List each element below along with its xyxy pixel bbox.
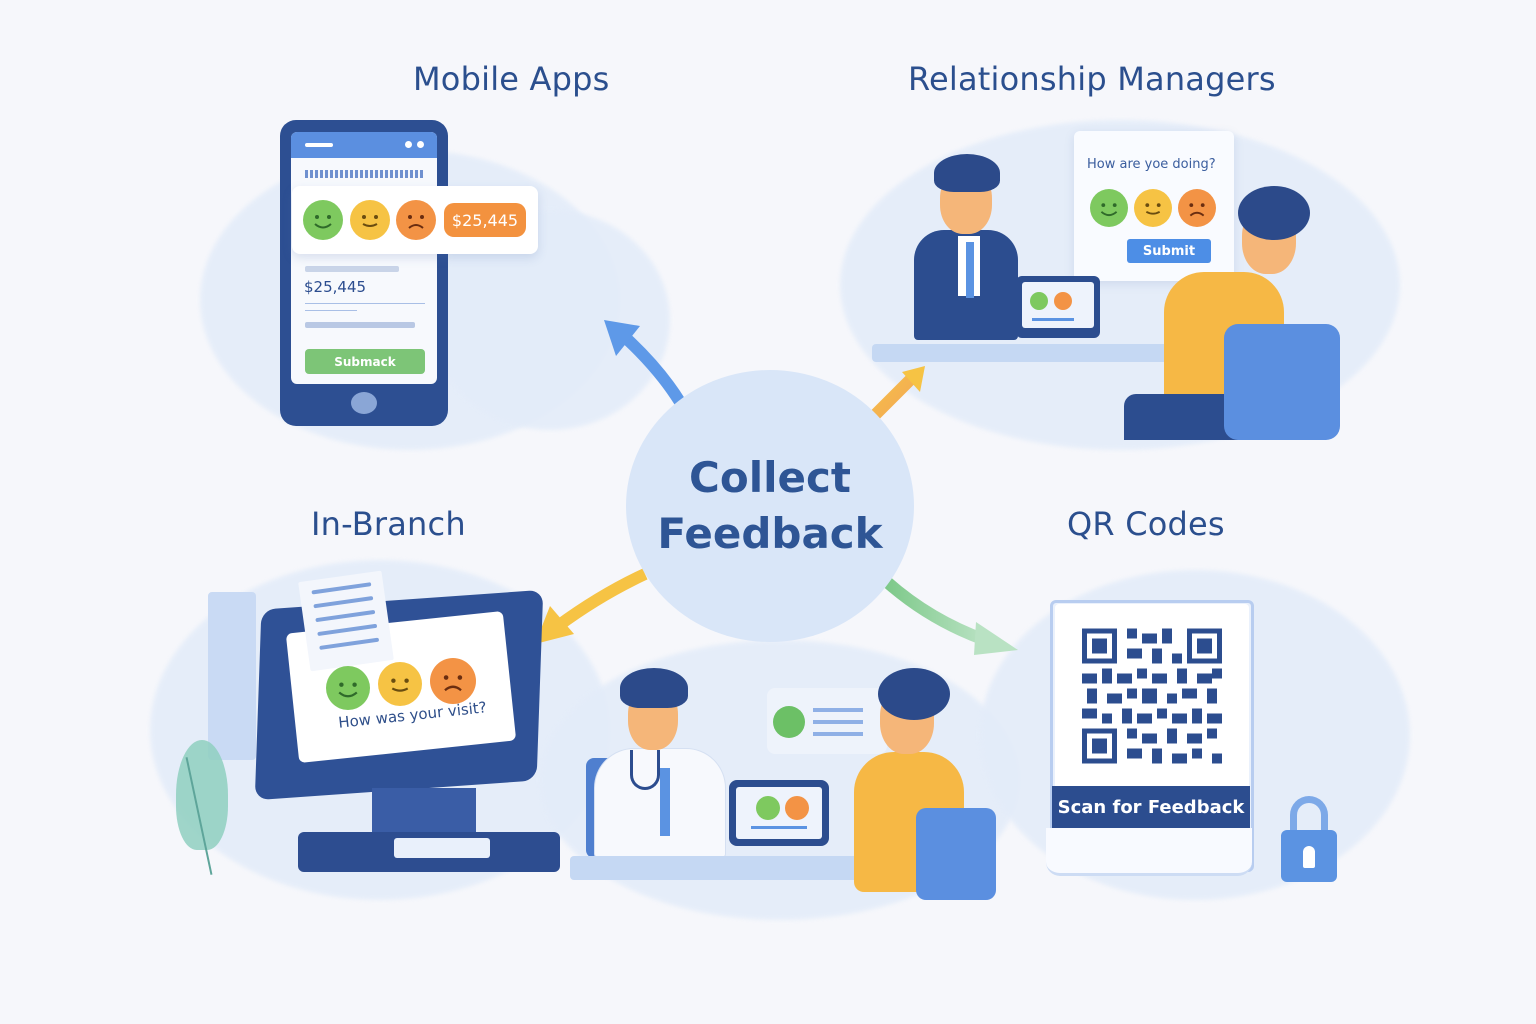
kiosk-base (298, 832, 560, 872)
phone-divider (305, 303, 425, 304)
sad-face-icon[interactable] (396, 200, 436, 240)
happy-face-icon[interactable] (326, 666, 370, 710)
lock-keyhole (1303, 846, 1315, 868)
arrow-to-qr-codes (883, 577, 1018, 655)
phone-home-button (351, 392, 377, 414)
phone-status-bar (291, 132, 437, 158)
speech-bubble-card (767, 688, 887, 754)
happy-face-icon (756, 796, 780, 820)
phone-screen: $25,445 (291, 132, 437, 384)
kiosk-side-panel (208, 592, 256, 760)
sad-face-icon[interactable] (430, 658, 476, 704)
qr-code-icon[interactable] (1082, 628, 1222, 764)
hub-title-line2: Feedback (657, 509, 883, 558)
phone-submit-button[interactable]: Submack (305, 349, 425, 374)
customer-figure (850, 668, 1000, 900)
phone-header-text (305, 170, 425, 178)
rm-question: How are yoe doing? (1087, 157, 1216, 172)
happy-face-icon[interactable] (303, 200, 343, 240)
happy-face-icon (1030, 292, 1048, 310)
section-title-relationship-managers: Relationship Managers (908, 60, 1276, 98)
rm-desk (872, 344, 1192, 362)
neutral-face-icon[interactable] (350, 200, 390, 240)
scan-for-feedback-label: Scan for Feedback (1052, 786, 1250, 828)
phone-divider (305, 310, 357, 311)
collect-feedback-hub: Collect Feedback (626, 370, 914, 642)
hub-title-line1: Collect (689, 453, 851, 502)
arrow-to-in-branch (535, 568, 648, 644)
lock-icon-shackle (1290, 796, 1328, 842)
section-title-qr-codes: QR Codes (1067, 505, 1225, 543)
plant-icon (172, 740, 232, 880)
neutral-face-icon[interactable] (1134, 189, 1172, 227)
phone-subtext (305, 322, 415, 328)
sad-face-icon (785, 796, 809, 820)
happy-face-icon[interactable] (1090, 189, 1128, 227)
popup-amount-badge: $25,445 (444, 203, 526, 237)
kiosk-stand (372, 788, 476, 838)
sad-face-icon (1054, 292, 1072, 310)
relationship-manager-figure (912, 150, 1022, 350)
qr-paper-base (1046, 828, 1252, 876)
section-title-in-branch: In-Branch (311, 505, 466, 543)
receipt-icon (298, 570, 394, 672)
sad-face-icon[interactable] (1178, 189, 1216, 227)
section-title-mobile-apps: Mobile Apps (413, 60, 610, 98)
branch-desk (570, 856, 870, 880)
arrow-to-mobile-apps (604, 320, 686, 406)
doctor-figure (586, 668, 736, 858)
phone-field-label (305, 266, 399, 272)
doctor-tablet (729, 780, 829, 846)
phone-amount: $25,445 (304, 278, 367, 296)
client-figure (1120, 184, 1340, 440)
rm-submit-button[interactable]: Submit (1127, 239, 1211, 263)
rm-tablet (1016, 276, 1100, 338)
neutral-face-icon[interactable] (378, 662, 422, 706)
